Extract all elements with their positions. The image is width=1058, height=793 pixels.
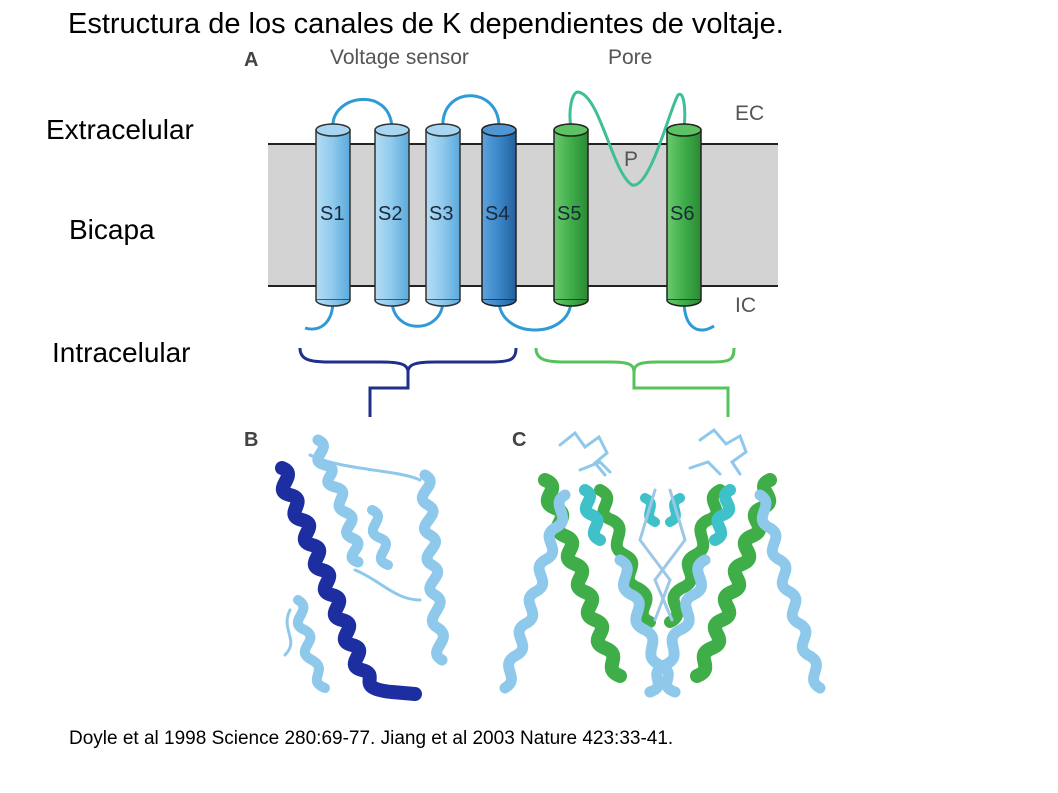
sensor-connector (368, 370, 410, 417)
segment-s3-label: S3 (429, 203, 453, 225)
bilayer-label: Bicapa (69, 214, 155, 245)
segment-s5-label: S5 (557, 203, 581, 225)
pore-label: Pore (608, 46, 652, 69)
helix-s4 (481, 123, 517, 307)
citation: Doyle et al 1998 Science 280:69-77. Jian… (69, 728, 674, 749)
helix-s5 (553, 123, 589, 307)
voltage-sensor-label: Voltage sensor (330, 46, 469, 69)
ic-label: IC (735, 294, 756, 317)
p-loop-label: P (624, 148, 638, 171)
panel-a-letter: A (244, 49, 258, 71)
extracellular-label: Extracelular (46, 114, 194, 145)
helix-s1 (315, 123, 351, 307)
segment-s6-label: S6 (670, 203, 694, 225)
pore-loop-p (568, 90, 687, 187)
sensor-bracket (298, 347, 518, 373)
segment-s4-label: S4 (485, 203, 509, 225)
pore-connector (632, 370, 730, 417)
helix-s3 (425, 123, 461, 307)
segment-s1-label: S1 (320, 203, 344, 225)
ec-label: EC (735, 102, 764, 125)
helix-s2 (374, 123, 410, 307)
loop-s1-s2 (331, 98, 394, 129)
c-terminus (682, 299, 715, 332)
pore-domain-structure (499, 427, 826, 698)
helix-s6 (666, 123, 702, 307)
linker-s4-s5 (497, 299, 573, 332)
panel-b-letter: B (244, 429, 258, 451)
loop-s2-s3 (390, 299, 445, 328)
panel-c-letter: C (512, 429, 526, 451)
loop-s3-s4 (441, 94, 501, 129)
slide-title: Estructura de los canales de K dependien… (68, 8, 784, 40)
pore-bracket (534, 347, 736, 373)
voltage-sensor-structure (275, 434, 449, 701)
segment-s2-label: S2 (378, 203, 402, 225)
intracellular-label: Intracelular (52, 337, 191, 368)
